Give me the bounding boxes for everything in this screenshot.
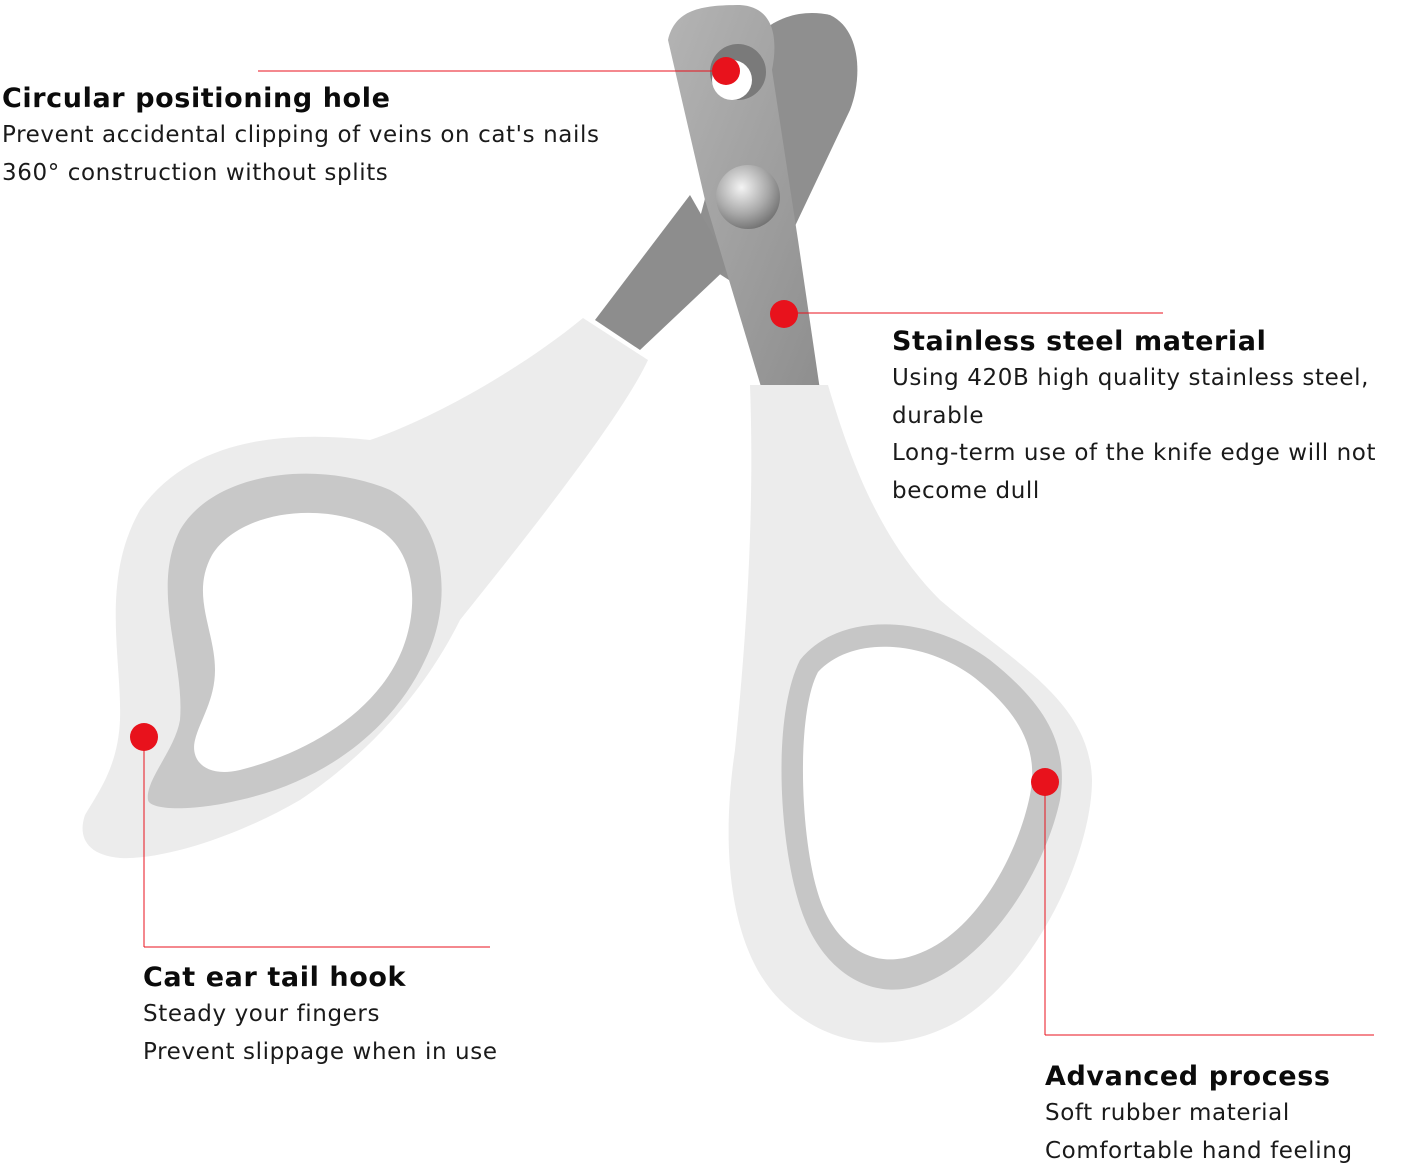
rivet-icon — [716, 165, 780, 229]
callout-line: Soft rubber material — [1045, 1095, 1353, 1133]
callout-line: durable — [892, 398, 1376, 436]
callout-title: Cat ear tail hook — [143, 960, 498, 996]
marker-dot-ear-hook — [130, 723, 158, 751]
marker-dot-advanced-process — [1031, 768, 1059, 796]
callout-line: Prevent slippage when in use — [143, 1034, 498, 1072]
callout-line: 360° construction without splits — [2, 155, 600, 193]
callout-line: Comfortable hand feeling — [1045, 1133, 1353, 1170]
marker-dot-positioning-hole — [712, 57, 740, 85]
callout-title: Circular positioning hole — [2, 81, 600, 117]
callout-positioning-hole: Circular positioning hole Prevent accide… — [2, 81, 600, 192]
callout-ear-tail-hook: Cat ear tail hook Steady your fingers Pr… — [143, 960, 498, 1071]
callout-line: become dull — [892, 473, 1376, 511]
callout-line: Long-term use of the knife edge will not — [892, 435, 1376, 473]
callout-line: Using 420B high quality stainless steel, — [892, 360, 1376, 398]
callout-stainless-steel: Stainless steel material Using 420B high… — [892, 324, 1376, 510]
callout-title: Stainless steel material — [892, 324, 1376, 360]
marker-dot-stainless-steel — [770, 300, 798, 328]
callout-title: Advanced process — [1045, 1059, 1353, 1095]
callout-advanced-process: Advanced process Soft rubber material Co… — [1045, 1059, 1353, 1170]
callout-line: Prevent accidental clipping of veins on … — [2, 117, 600, 155]
callout-line: Steady your fingers — [143, 996, 498, 1034]
left-handle — [83, 318, 648, 858]
